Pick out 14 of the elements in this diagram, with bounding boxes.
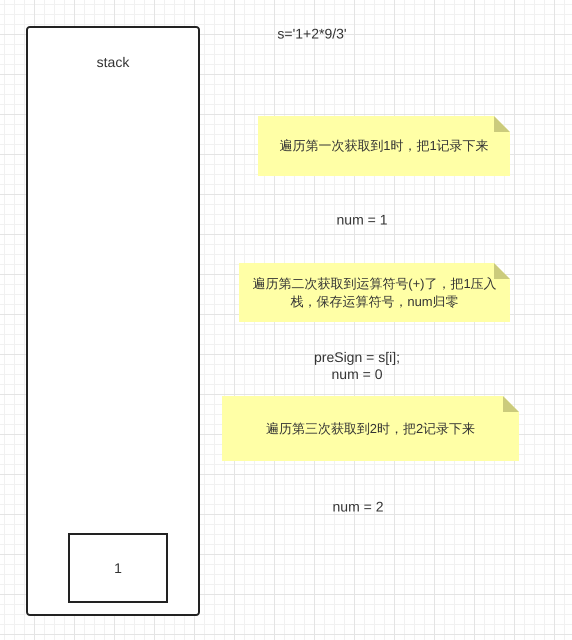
note-text: 遍历第三次获取到2时，把2记录下来 <box>266 420 476 438</box>
sticky-note <box>222 396 519 461</box>
stack-title: stack <box>96 54 130 70</box>
stack-box <box>26 26 200 616</box>
item-value: 1 <box>114 560 122 576</box>
sticky-note <box>239 263 510 322</box>
code-text: preSign = s[i]; num = 0 <box>313 349 401 383</box>
stack-item-box <box>68 533 168 603</box>
note-text: 遍历第二次获取到运算符号(+)了，把1压入栈，保存运算符号，num归零 <box>251 274 498 310</box>
note-text: 遍历第一次获取到1时，把1记录下来 <box>279 137 489 155</box>
code-text: num = 2 <box>332 498 384 516</box>
code-text: s='1+2*9/3' <box>277 26 347 42</box>
sticky-note <box>258 116 510 176</box>
code-text: num = 1 <box>336 212 388 228</box>
